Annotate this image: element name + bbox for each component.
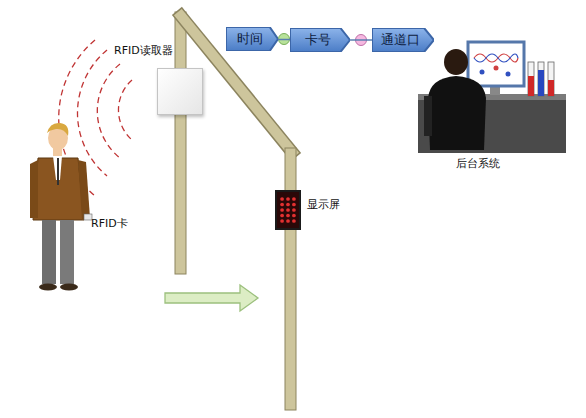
flow-step: 通道口 (372, 28, 434, 52)
flow-step: 时间 (226, 27, 278, 51)
node-label: 卡号 (305, 31, 336, 49)
node-label: 后台系统 (456, 156, 500, 171)
node-label: 显示屏 (307, 197, 340, 212)
junction-dot (279, 34, 290, 45)
led-matrix (277, 192, 299, 228)
node-label: 时间 (237, 30, 268, 48)
back-office (418, 42, 566, 153)
rfid-reader: RFID读取器 (157, 68, 203, 115)
annotation-label: RFID卡 (91, 216, 128, 231)
node-label: RFID读取器 (114, 43, 173, 58)
flow-connector (278, 39, 290, 41)
flow-connector (350, 39, 372, 41)
person (30, 123, 92, 291)
backend-system: 后台系统 (418, 40, 566, 153)
direction-arrow (165, 285, 258, 311)
junction-dot (356, 35, 367, 46)
flow-step: 卡号 (290, 28, 350, 52)
display-panel: 显示屏 (275, 190, 301, 230)
node-label: 通道口 (381, 31, 425, 49)
